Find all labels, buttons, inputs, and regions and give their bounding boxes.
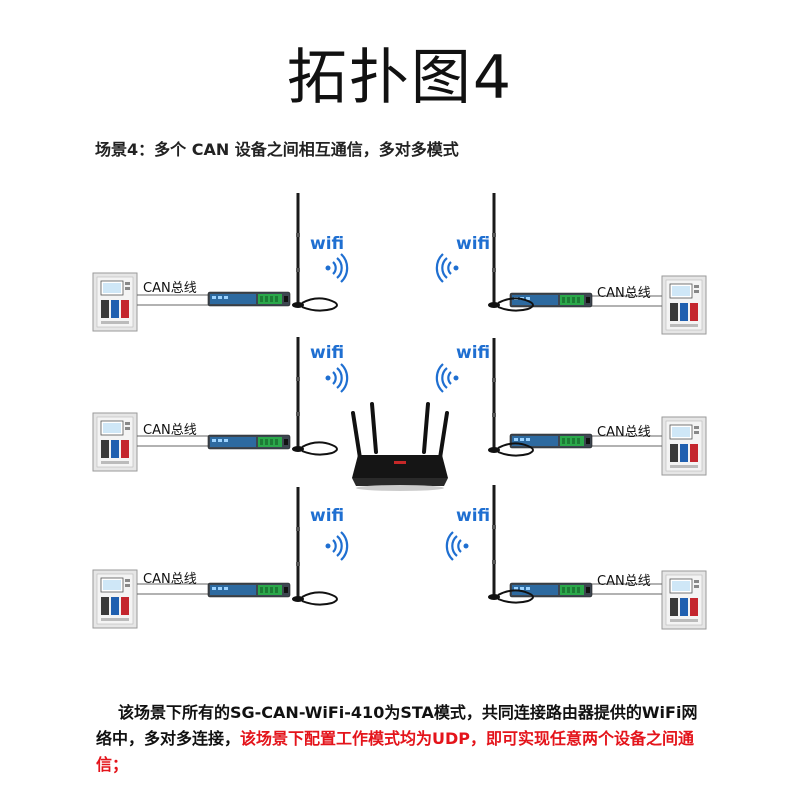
wifi-label: wifi: [456, 343, 490, 363]
can-device-left-3: [92, 569, 138, 629]
can-device-right-3: [661, 570, 707, 630]
can-device-left-2: [92, 412, 138, 472]
wifi-label: wifi: [456, 234, 490, 254]
scenario-description: 该场景下所有的SG-CAN-WiFi-410为STA模式，共同连接路由器提供的W…: [96, 700, 706, 778]
wifi-signal-icon: [435, 362, 460, 394]
wifi-signal-icon: [324, 252, 349, 284]
gateway-device-left-1: [207, 291, 291, 307]
gateway-device-left-3: [207, 582, 291, 598]
wifi-label: wifi: [310, 343, 344, 363]
can-bus-label: CAN总线: [597, 574, 651, 589]
description-text: 该场景下所有的SG-CAN-WiFi-410为STA模式，共同连接路由器提供的W…: [96, 703, 698, 748]
router-icon: [351, 402, 449, 491]
description-highlight: 该场景下配置工作模式均为UDP，即可实现任意两个设备之间通信；: [96, 729, 695, 774]
gateway-device-left-2: [207, 434, 291, 450]
wifi-label: wifi: [310, 234, 344, 254]
can-bus-label: CAN总线: [143, 423, 197, 438]
can-bus-label: CAN总线: [597, 425, 651, 440]
page-title: 拓扑图4: [286, 43, 514, 113]
wifi-signal-icon: [324, 362, 349, 394]
scenario-subtitle: 场景4：多个 CAN 设备之间相互通信，多对多模式: [95, 140, 459, 159]
wifi-signal-icon: [445, 530, 470, 562]
gateway-device-right-2: [509, 433, 593, 449]
can-device-right-2: [661, 416, 707, 476]
wifi-signal-icon: [435, 252, 460, 284]
can-device-right-1: [661, 275, 707, 335]
wifi-signal-icon: [324, 530, 349, 562]
wifi-label: wifi: [456, 506, 490, 526]
gateway-device-right-3: [509, 582, 593, 598]
can-bus-label: CAN总线: [143, 281, 197, 296]
wifi-label: wifi: [310, 506, 344, 526]
topology-diagram: CAN总线 wifi CAN总线 wifi CAN总线 wifi CAN总线 w…: [92, 191, 707, 630]
can-bus-label: CAN总线: [143, 572, 197, 587]
can-bus-label: CAN总线: [597, 286, 651, 301]
can-device-left-1: [92, 272, 138, 332]
